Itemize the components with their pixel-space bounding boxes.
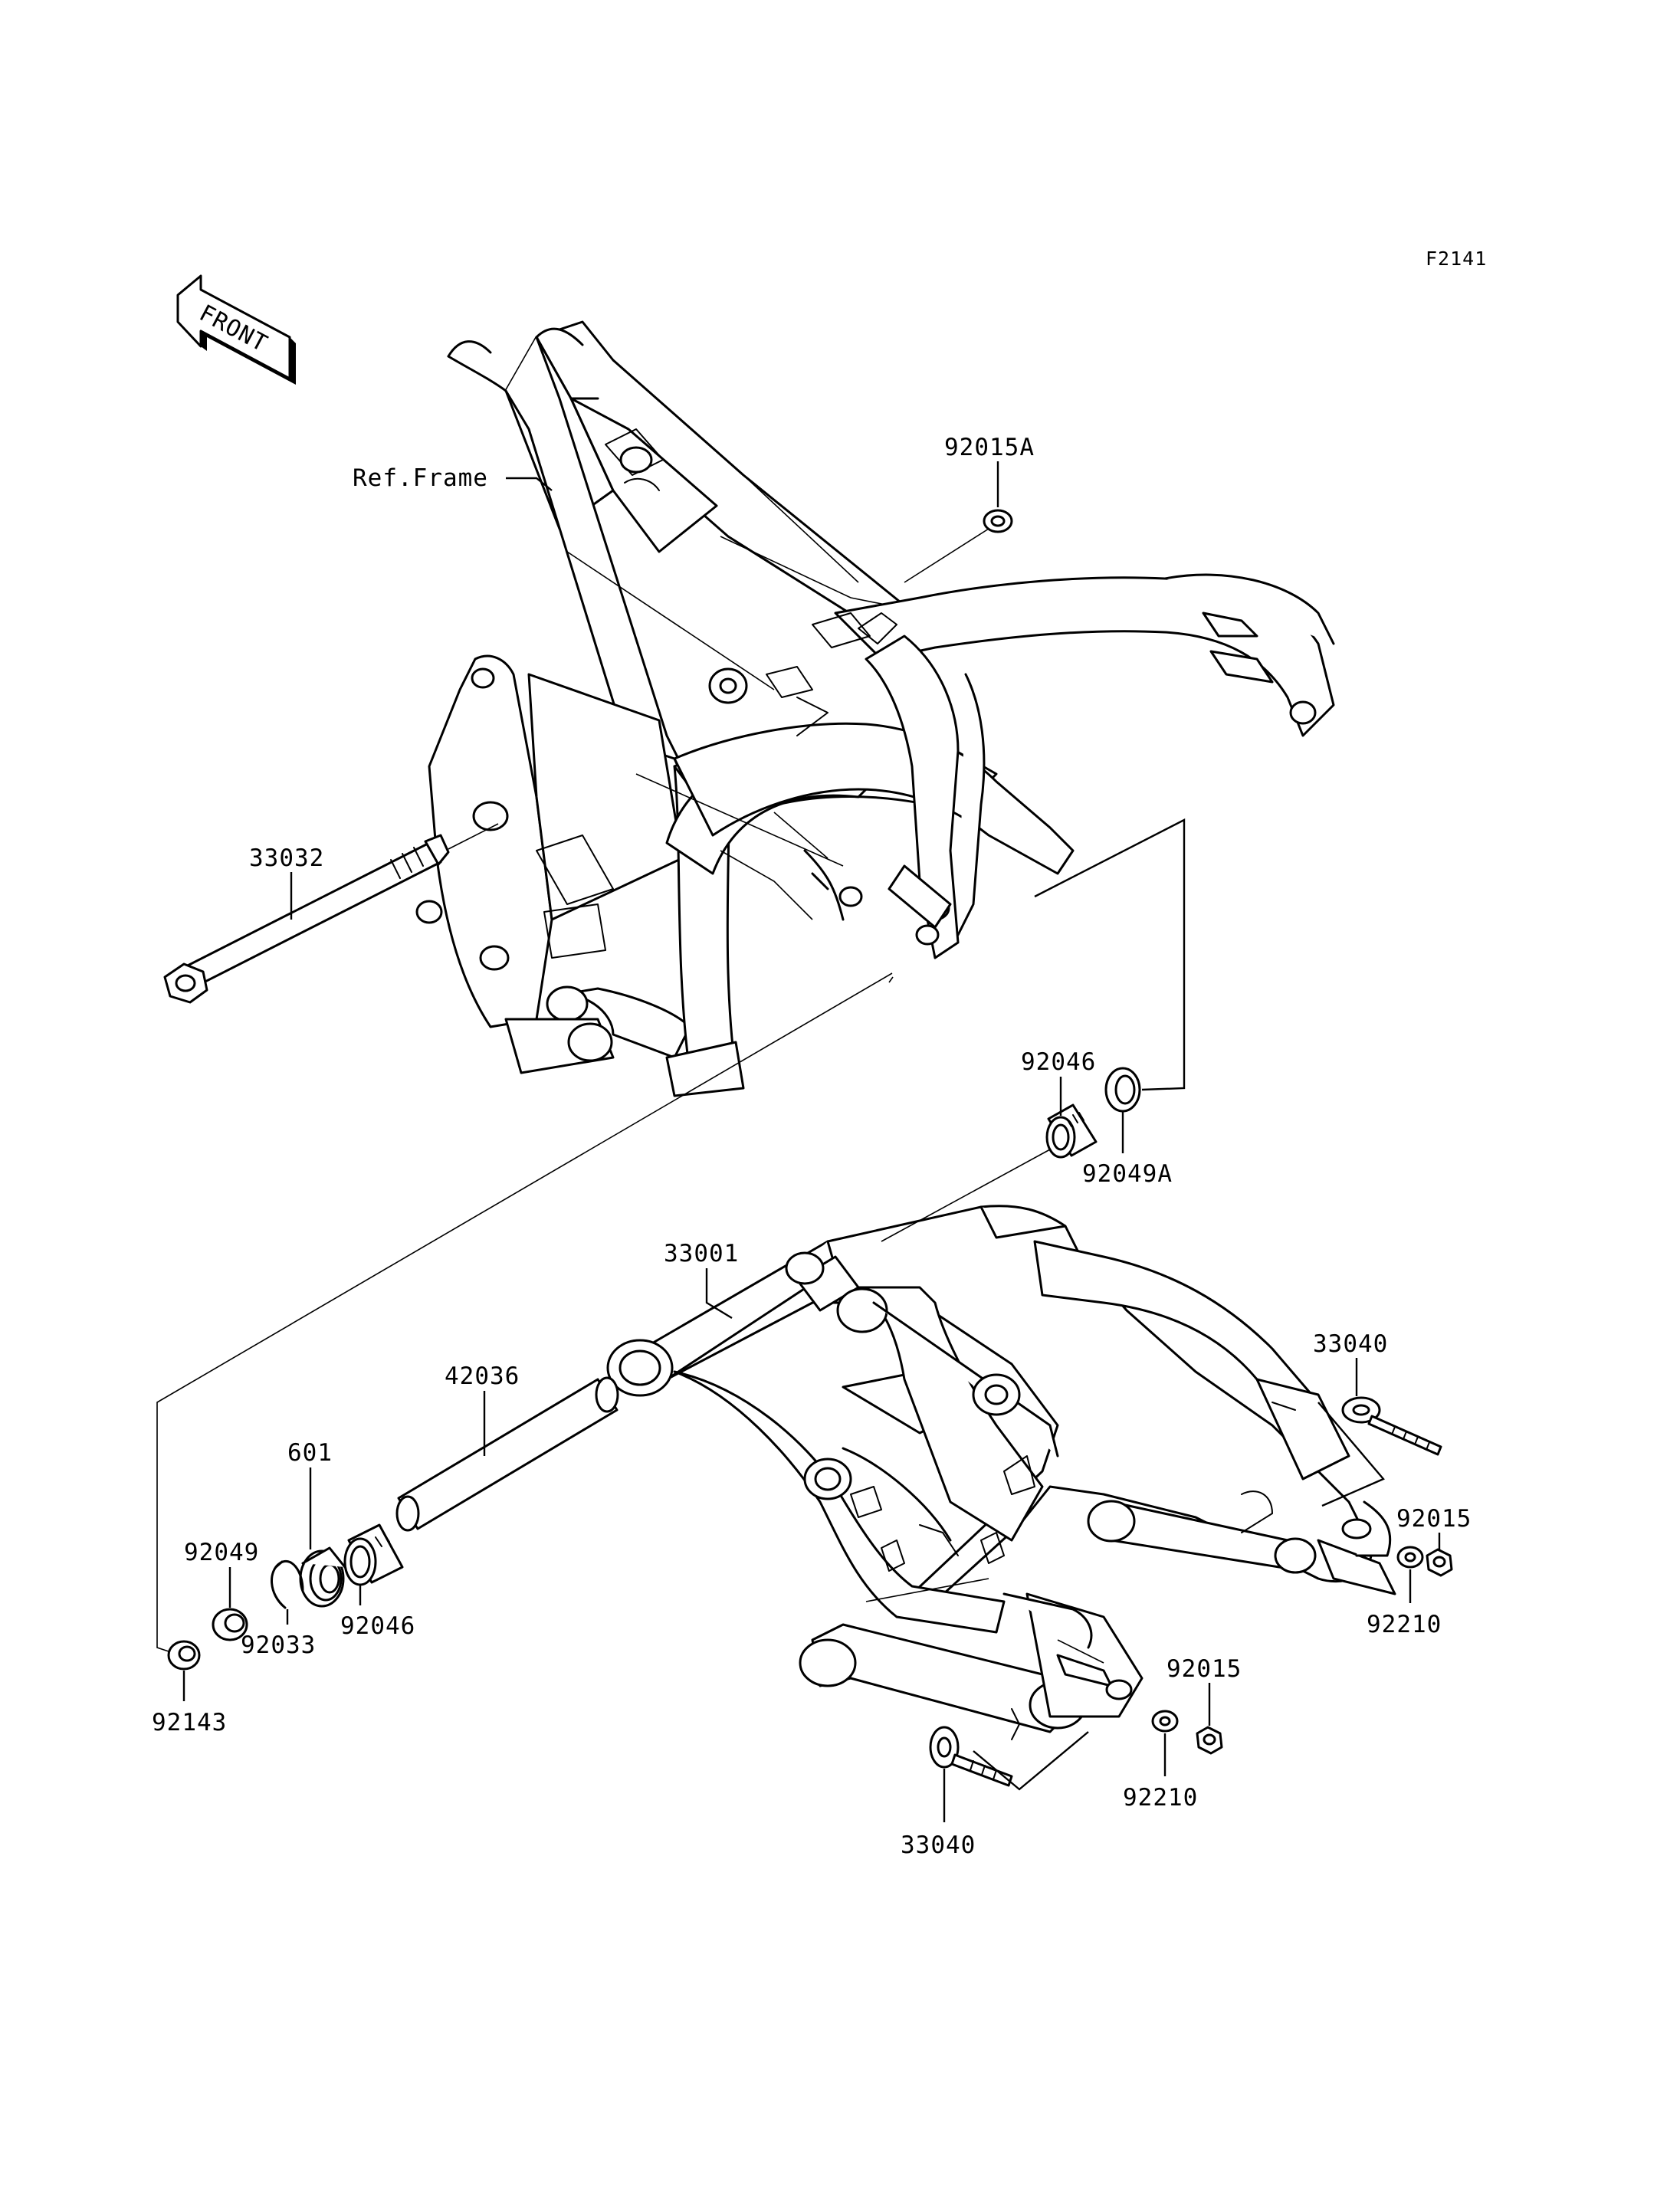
bearing-92046-top [1045,1103,1098,1159]
label-92015a: 92015A [944,434,1035,461]
nut-92015-bottom [1196,1726,1223,1755]
nut-92015a [983,509,1013,533]
label-33040-bottom: 33040 [901,1831,976,1859]
swingarm-drawing [606,1205,1396,1740]
front-arrow-icon: FRONT [176,274,296,385]
ref-frame-drawing [415,320,1335,1097]
nut-92015-right [1426,1548,1453,1577]
seal-92049a [1104,1067,1141,1113]
washer-92210-bottom [1151,1710,1179,1733]
label-33001: 33001 [664,1240,739,1267]
label-ref-frame: Ref.Frame [353,464,488,492]
ball-bearing-601 [299,1546,346,1608]
label-92015-bottom: 92015 [1166,1655,1242,1683]
label-33040-right: 33040 [1313,1330,1388,1358]
collar-92143 [167,1640,201,1671]
label-92143: 92143 [152,1709,227,1736]
label-601: 601 [287,1439,333,1467]
circlip-92033 [271,1560,304,1609]
label-92033: 92033 [241,1631,316,1659]
label-92015-right: 92015 [1396,1505,1472,1533]
label-33032: 33032 [249,844,324,872]
label-92046-top: 92046 [1021,1048,1096,1076]
chain-adjuster-33040-bottom [929,1726,1013,1787]
leader-lines [156,461,1441,1822]
part-labels: Ref.Frame 92015A 33032 92046 92049A 3300… [152,434,1472,1859]
pivot-bolt-33032 [163,834,450,1004]
sleeve-42036 [395,1376,619,1532]
bearing-92046-left [343,1523,404,1586]
chain-adjuster-33040-right [1341,1396,1442,1456]
label-92049: 92049 [184,1539,259,1566]
label-92210-bottom: 92210 [1123,1784,1198,1812]
label-42036: 42036 [445,1362,520,1390]
label-92049a: 92049A [1082,1160,1173,1188]
label-92046-left: 92046 [340,1612,415,1640]
figure-code: F2141 [1426,248,1487,270]
washer-92210-right [1396,1546,1424,1569]
label-92210-right: 92210 [1367,1611,1442,1638]
seal-92049 [212,1608,248,1641]
